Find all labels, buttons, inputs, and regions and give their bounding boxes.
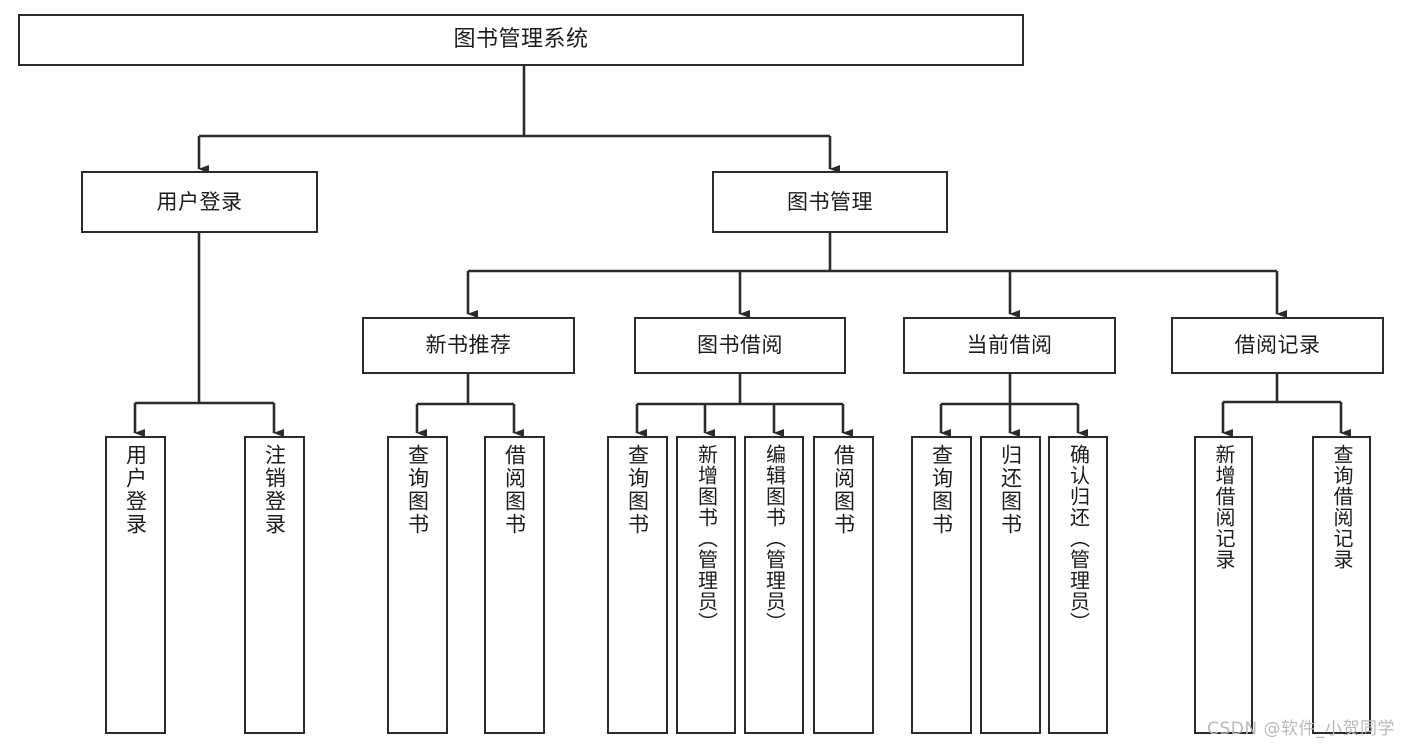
node-leaf-borrow-book-1-label: 借阅图书 (502, 444, 527, 536)
node-user-login[interactable]: 用户登录 (81, 171, 318, 233)
node-book-manage-label: 图书管理 (787, 189, 873, 214)
node-user-login-label: 用户登录 (156, 189, 243, 214)
node-leaf-query-book-3[interactable]: 查询图书 (911, 436, 972, 734)
node-leaf-query-book-2[interactable]: 查询图书 (607, 436, 668, 734)
node-root-label: 图书管理系统 (453, 27, 589, 53)
node-book-manage[interactable]: 图书管理 (712, 171, 948, 233)
node-leaf-borrow-book-2[interactable]: 借阅图书 (813, 436, 874, 734)
node-leaf-add-record-label: 新增借阅记录 (1212, 444, 1236, 570)
node-root[interactable]: 图书管理系统 (18, 14, 1024, 66)
node-leaf-borrow-book-1[interactable]: 借阅图书 (484, 436, 545, 734)
node-leaf-return-book[interactable]: 归还图书 (980, 436, 1041, 734)
node-leaf-query-book-1[interactable]: 查询图书 (387, 436, 448, 734)
node-new-book-recommend[interactable]: 新书推荐 (362, 317, 575, 374)
node-leaf-query-book-3-label: 查询图书 (929, 444, 954, 536)
node-leaf-borrow-book-2-label: 借阅图书 (831, 444, 856, 536)
node-leaf-add-book[interactable]: 新增图书（管理员） (676, 436, 736, 734)
node-leaf-query-record[interactable]: 查询借阅记录 (1312, 436, 1371, 734)
node-leaf-query-book-1-label: 查询图书 (405, 444, 430, 536)
watermark-text: CSDN @软件_小贺同学 (1207, 719, 1395, 739)
node-leaf-logout-label: 注销登录 (262, 444, 287, 536)
node-borrow-record[interactable]: 借阅记录 (1171, 317, 1384, 374)
node-leaf-user-login[interactable]: 用户登录 (105, 436, 166, 734)
node-borrow-record-label: 借阅记录 (1234, 333, 1321, 358)
node-leaf-user-login-label: 用户登录 (123, 444, 148, 536)
node-leaf-return-book-label: 归还图书 (998, 444, 1023, 536)
node-leaf-add-record[interactable]: 新增借阅记录 (1194, 436, 1253, 734)
node-leaf-confirm-return-label: 确认归还（管理员） (1066, 444, 1091, 633)
node-new-book-recommend-label: 新书推荐 (425, 333, 512, 358)
node-leaf-confirm-return[interactable]: 确认归还（管理员） (1048, 436, 1108, 734)
node-leaf-edit-book[interactable]: 编辑图书（管理员） (744, 436, 804, 734)
node-leaf-query-record-label: 查询借阅记录 (1330, 444, 1354, 570)
node-book-borrow-label: 图书借阅 (697, 333, 783, 358)
node-leaf-add-book-label: 新增图书（管理员） (694, 444, 719, 633)
node-current-borrow-label: 当前借阅 (966, 333, 1053, 358)
node-leaf-edit-book-label: 编辑图书（管理员） (762, 444, 787, 633)
node-leaf-query-book-2-label: 查询图书 (625, 444, 650, 536)
node-leaf-logout[interactable]: 注销登录 (244, 436, 305, 734)
node-book-borrow[interactable]: 图书借阅 (634, 317, 846, 374)
node-current-borrow[interactable]: 当前借阅 (903, 317, 1116, 374)
